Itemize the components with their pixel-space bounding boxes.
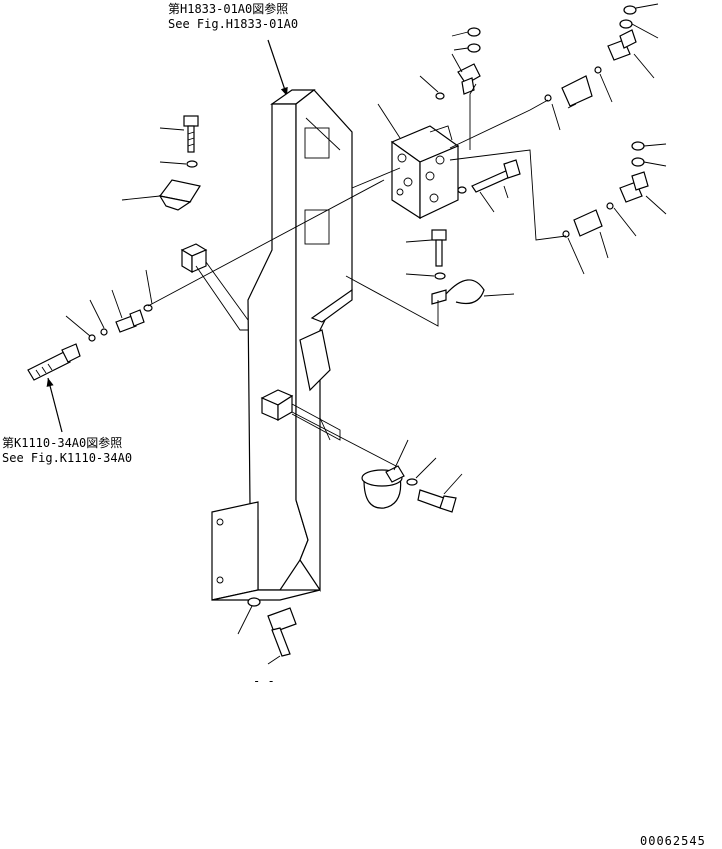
adapter-right-bottom xyxy=(562,202,614,238)
left-reference-jp: 第K1110-34A0図参照 xyxy=(2,436,123,450)
p-clamp-right xyxy=(431,279,485,305)
top-reference-en: See Fig.H1833-01A0 xyxy=(168,17,299,31)
hose-routes xyxy=(147,83,567,467)
drawing-number: 00062545 xyxy=(640,834,706,848)
bolt-lower-right xyxy=(417,489,457,513)
bolt-upper-left xyxy=(183,115,199,153)
main-bracket xyxy=(211,89,353,601)
callout-leaders xyxy=(65,3,667,665)
left-reference-en: See Fig.K1110-34A0 xyxy=(2,451,133,465)
bolt-middle xyxy=(431,229,447,267)
band-clamp-lower xyxy=(361,465,418,509)
adapter-right-top xyxy=(544,66,602,107)
elbow-right-top xyxy=(607,29,637,61)
top-reference-arrow xyxy=(267,39,288,97)
upper-left-block xyxy=(180,243,249,331)
long-bolt xyxy=(457,159,521,194)
top-reference-jp: 第H1833-01A0図参照 xyxy=(168,2,289,16)
stray-mark: - - xyxy=(253,674,275,688)
washer-middle xyxy=(434,272,446,280)
left-reference-arrow xyxy=(46,377,63,433)
sender-probe xyxy=(27,343,81,381)
o-rings-right xyxy=(467,5,645,167)
elbow-upper-mid xyxy=(435,63,481,100)
washer-bottom xyxy=(247,597,261,607)
elbow-right-bottom xyxy=(619,171,649,203)
clip-upper-left xyxy=(158,179,201,211)
washer-upper-left xyxy=(186,160,198,168)
bolt-bottom xyxy=(267,607,297,657)
valve-block xyxy=(390,125,460,220)
fitting-left xyxy=(88,304,153,342)
